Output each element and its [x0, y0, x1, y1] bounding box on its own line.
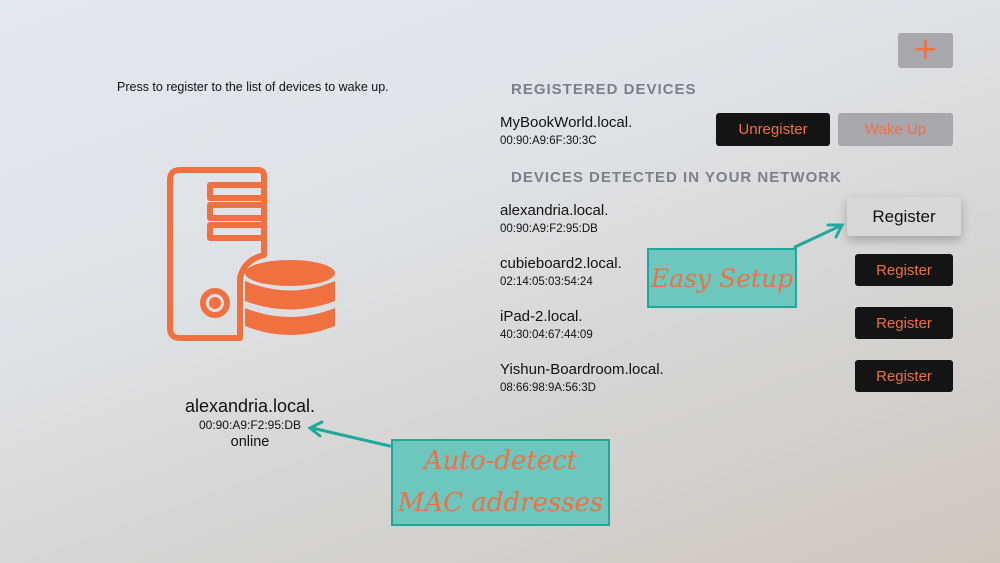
device-name: MyBookWorld.local.	[500, 114, 633, 131]
device-name: iPad-2.local.	[500, 308, 583, 325]
registered-devices-heading: REGISTERED DEVICES	[511, 81, 697, 98]
server-database-icon	[167, 167, 335, 341]
register-button[interactable]: Register	[855, 254, 953, 286]
device-mac: 40:30:04:67:44:09	[500, 329, 593, 341]
auto-detect-arrow-icon	[310, 426, 392, 448]
detected-devices-heading: DEVICES DETECTED IN YOUR NETWORK	[511, 169, 842, 186]
register-button[interactable]: Register	[855, 360, 953, 392]
mac-addresses-text: MAC addresses	[397, 487, 604, 518]
detected-device-item: Yishun-Boardroom.local. 08:66:98:9A:56:3…	[500, 361, 664, 394]
easy-setup-annotation: Easy Setup	[647, 248, 797, 308]
device-mac: 00:90:A9:F2:95:DB	[500, 223, 598, 235]
selected-device-status: online	[230, 434, 270, 450]
wake-up-button[interactable]: Wake Up	[838, 113, 953, 146]
registered-device-item: MyBookWorld.local. 00:90:A9:6F:30:3C	[500, 114, 632, 147]
plus-icon: +	[912, 31, 939, 67]
detected-device-item: iPad-2.local. 40:30:04:67:44:09	[500, 308, 593, 341]
add-device-button[interactable]: +	[898, 33, 953, 68]
selected-device-mac: 00:90:A9:F2:95:DB	[198, 418, 302, 432]
selected-device-name: alexandria.local.	[184, 396, 316, 416]
device-name: alexandria.local.	[500, 202, 609, 219]
auto-detect-text: Auto-detect	[423, 445, 578, 476]
easy-setup-text: Easy Setup	[650, 263, 794, 293]
register-button[interactable]: Register	[855, 307, 953, 339]
device-mac: 02:14:05:03:54:24	[500, 276, 593, 288]
detected-device-item: cubieboard2.local. 02:14:05:03:54:24	[500, 255, 622, 288]
device-name: cubieboard2.local.	[500, 255, 622, 272]
device-mac: 08:66:98:9A:56:3D	[500, 382, 596, 394]
unregister-button[interactable]: Unregister	[716, 113, 830, 146]
device-mac: 00:90:A9:6F:30:3C	[500, 135, 597, 147]
easy-setup-arrow-icon	[793, 224, 842, 249]
register-button[interactable]: Register	[847, 197, 961, 236]
device-name: Yishun-Boardroom.local.	[500, 361, 664, 378]
instruction-text: Press to register to the list of devices…	[117, 80, 389, 94]
auto-detect-annotation: Auto-detect MAC addresses	[391, 439, 610, 526]
detected-device-item: alexandria.local. 00:90:A9:F2:95:DB	[500, 202, 608, 235]
